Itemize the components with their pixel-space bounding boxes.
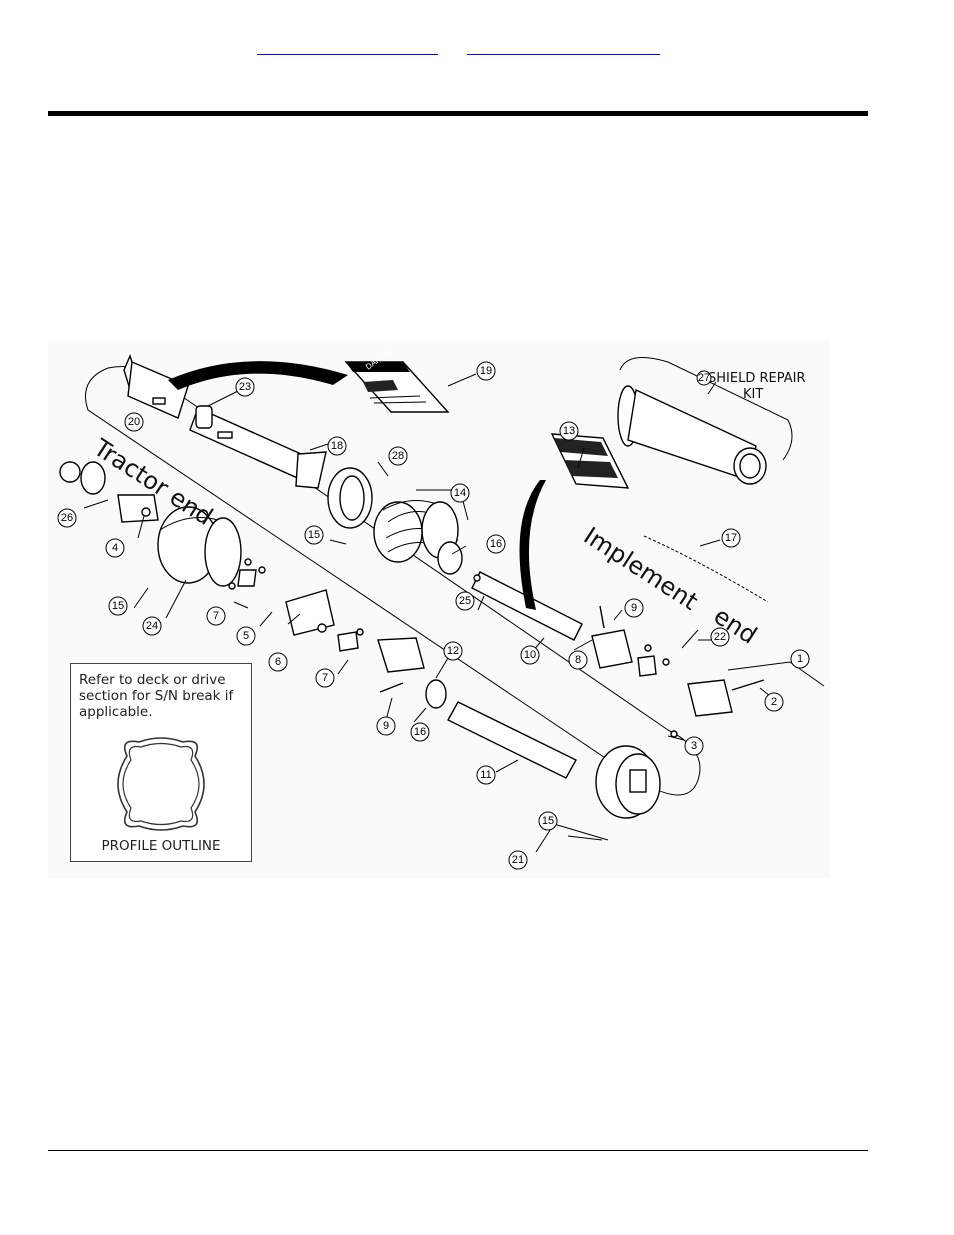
callout-8: 8 bbox=[569, 651, 587, 669]
inner-shield-tube bbox=[190, 406, 326, 488]
callout-4: 4 bbox=[106, 539, 124, 557]
callout-15b: 15 bbox=[109, 597, 127, 615]
callout-14: 14 bbox=[451, 484, 469, 502]
svg-text:8: 8 bbox=[575, 654, 581, 666]
callout-16b: 16 bbox=[411, 723, 429, 741]
svg-text:15: 15 bbox=[308, 529, 320, 541]
shield-kit-label: SHIELD REPAIR bbox=[708, 371, 805, 386]
shield-cone-21 bbox=[596, 746, 660, 818]
svg-text:6: 6 bbox=[275, 656, 281, 668]
svg-text:14: 14 bbox=[454, 487, 466, 499]
svg-text:26: 26 bbox=[61, 512, 73, 524]
top-rule bbox=[48, 111, 868, 116]
svg-text:16: 16 bbox=[414, 726, 426, 738]
svg-text:27: 27 bbox=[698, 372, 710, 384]
lock-pin-9 bbox=[380, 683, 403, 692]
svg-text:25: 25 bbox=[459, 595, 471, 607]
svg-text:19: 19 bbox=[480, 365, 492, 377]
shield-kit-label-2: KIT bbox=[743, 387, 763, 402]
svg-text:9: 9 bbox=[631, 602, 637, 614]
yoke-4 bbox=[118, 495, 158, 522]
note-text: Refer to deck or drive section for S/N b… bbox=[79, 672, 247, 720]
callout-1: 1 bbox=[791, 650, 809, 668]
yoke-8 bbox=[592, 606, 632, 668]
header-link-left[interactable] bbox=[257, 40, 438, 55]
outer-tube-11 bbox=[448, 702, 576, 778]
decal-swoop-2 bbox=[520, 480, 546, 610]
callout-2: 2 bbox=[765, 693, 783, 711]
callout-15c: 15 bbox=[539, 812, 557, 830]
danger-decal-13 bbox=[552, 434, 628, 488]
svg-text:22: 22 bbox=[714, 631, 726, 643]
callout-7b: 7 bbox=[316, 669, 334, 687]
callout-19: 19 bbox=[477, 362, 495, 380]
retaining-collar-16 bbox=[438, 542, 462, 574]
svg-text:17: 17 bbox=[725, 532, 737, 544]
callout-25: 25 bbox=[456, 592, 474, 610]
yoke-12 bbox=[378, 638, 424, 672]
svg-text:9: 9 bbox=[383, 720, 389, 732]
cross-kit-22 bbox=[638, 645, 669, 676]
callout-9b: 9 bbox=[377, 717, 395, 735]
callout-9a: 9 bbox=[625, 599, 643, 617]
yoke-1 bbox=[671, 680, 764, 737]
yoke-26 bbox=[60, 462, 105, 494]
callout-26: 26 bbox=[58, 509, 76, 527]
callout-24: 24 bbox=[143, 617, 161, 635]
callout-28: 28 bbox=[389, 447, 407, 465]
svg-text:13: 13 bbox=[563, 425, 575, 437]
svg-text:7: 7 bbox=[213, 610, 219, 622]
profile-note-box: Refer to deck or drive section for S/N b… bbox=[70, 663, 252, 862]
callout-7a: 7 bbox=[207, 607, 225, 625]
svg-text:1: 1 bbox=[797, 653, 803, 665]
svg-text:15: 15 bbox=[112, 600, 124, 612]
svg-text:24: 24 bbox=[146, 620, 158, 632]
callout-5: 5 bbox=[237, 627, 255, 645]
svg-text:18: 18 bbox=[331, 440, 343, 452]
callout-20: 20 bbox=[125, 413, 143, 431]
svg-text:11: 11 bbox=[480, 769, 491, 781]
callout-16a: 16 bbox=[487, 535, 505, 553]
callout-12: 12 bbox=[444, 642, 462, 660]
profile-outline-shape bbox=[109, 736, 213, 832]
profile-outline-label: PROFILE OUTLINE bbox=[71, 838, 251, 854]
decal-swoop-1 bbox=[168, 361, 348, 390]
svg-text:4: 4 bbox=[112, 542, 118, 554]
callout-3: 3 bbox=[685, 737, 703, 755]
svg-text:28: 28 bbox=[392, 450, 404, 462]
callout-22: 22 bbox=[711, 628, 729, 646]
svg-text:23: 23 bbox=[239, 381, 251, 393]
svg-text:3: 3 bbox=[691, 740, 697, 752]
svg-text:21: 21 bbox=[512, 854, 524, 866]
svg-text:20: 20 bbox=[128, 416, 140, 428]
callout-27: 27 bbox=[697, 371, 711, 385]
bottom-rule bbox=[48, 1150, 868, 1151]
svg-text:2: 2 bbox=[771, 696, 777, 708]
callout-13: 13 bbox=[560, 422, 578, 440]
callout-17: 17 bbox=[722, 529, 740, 547]
callout-10: 10 bbox=[521, 646, 539, 664]
cross-kit-7b bbox=[338, 629, 363, 651]
svg-text:15: 15 bbox=[542, 815, 554, 827]
svg-text:10: 10 bbox=[524, 649, 536, 661]
svg-text:7: 7 bbox=[322, 672, 328, 684]
callout-18: 18 bbox=[328, 437, 346, 455]
callout-21: 21 bbox=[509, 851, 527, 869]
callout-15a: 15 bbox=[305, 526, 323, 544]
callout-6: 6 bbox=[269, 653, 287, 671]
danger-decal-19: DANGER bbox=[346, 345, 448, 412]
svg-text:12: 12 bbox=[447, 645, 459, 657]
callout-11: 11 bbox=[477, 766, 495, 784]
svg-text:5: 5 bbox=[243, 630, 249, 642]
yoke-6 bbox=[286, 590, 334, 635]
header-link-right[interactable] bbox=[467, 40, 660, 55]
collar-16b bbox=[426, 680, 446, 708]
callout-23: 23 bbox=[236, 378, 254, 396]
svg-text:16: 16 bbox=[490, 538, 502, 550]
